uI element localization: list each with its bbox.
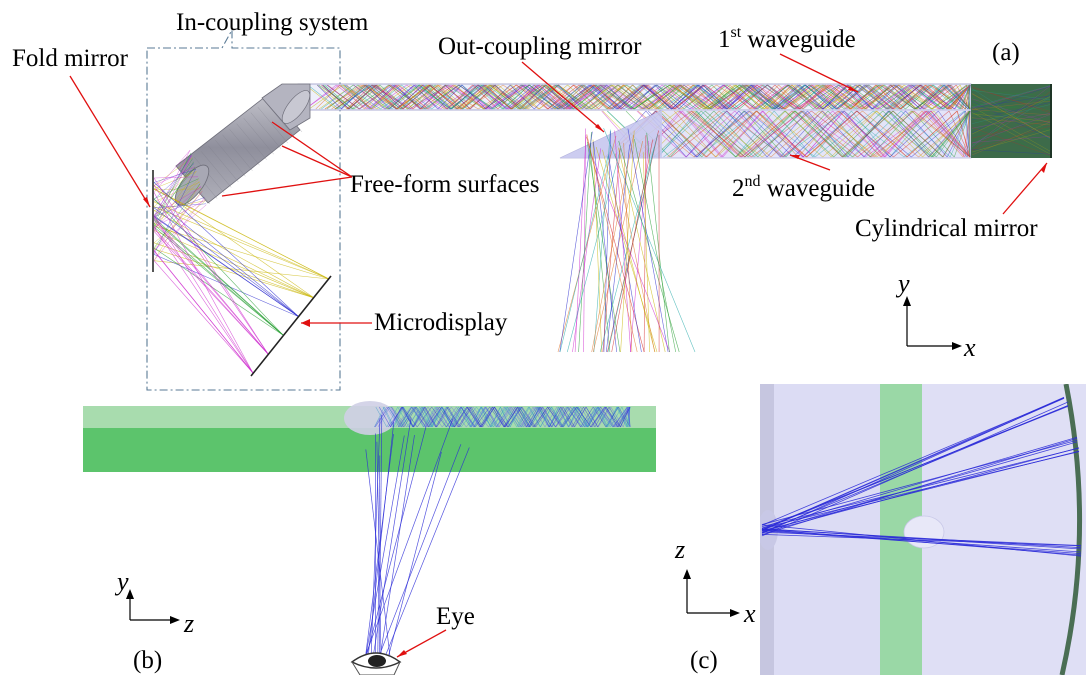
eye-label: Eye — [436, 603, 475, 630]
first-waveguide-rays — [305, 84, 971, 110]
axis-a-x-label: x — [963, 333, 976, 362]
panel-c: z x (c) — [674, 384, 1086, 675]
second-waveguide-rays — [601, 110, 971, 158]
axes-a: y x — [895, 269, 976, 362]
out-coupled-rays — [557, 127, 696, 353]
free-form-lens — [174, 83, 311, 206]
panel-b-waveguide-lower — [83, 428, 656, 472]
panel-a-label: (a) — [992, 39, 1020, 66]
second-waveguide-label: 2nd waveguide — [732, 173, 875, 202]
panel-c-rays — [761, 396, 1082, 557]
in-coupling-system-label: In-coupling system — [176, 9, 369, 36]
cylindrical-mirror — [971, 84, 1051, 158]
panel-c-label: (c) — [690, 647, 718, 674]
axis-c-z-label: z — [674, 535, 685, 564]
microdisplay-label: Microdisplay — [374, 309, 508, 336]
fold-mirror-label: Fold mirror — [12, 45, 129, 72]
first-waveguide-label: 1st waveguide — [718, 24, 856, 53]
annotation-arrows — [69, 53, 1048, 327]
cylindrical-mirror-texture — [971, 85, 1051, 158]
panel-c-cylindrical-mirror — [1059, 384, 1083, 675]
eye-icon — [350, 652, 402, 675]
out-coupling-mirror-label: Out-coupling mirror — [438, 33, 642, 60]
panel-b-rays — [365, 406, 631, 656]
in-coupling-box — [146, 27, 341, 391]
panel-b: Eye y z (b) — [83, 401, 656, 675]
panel-b-label: (b) — [133, 647, 162, 674]
microdisplay — [250, 275, 332, 377]
axes-b: y z — [114, 567, 194, 638]
axis-b-y-label: y — [114, 567, 129, 596]
free-form-surfaces-label: Free-form surfaces — [350, 171, 540, 198]
axis-c-x-label: x — [743, 599, 756, 628]
axis-a-y-label: y — [895, 269, 910, 298]
axes-c: z x — [674, 535, 756, 628]
in-coupling-rays — [153, 150, 330, 374]
cylindrical-mirror-label: Cylindrical mirror — [855, 215, 1038, 242]
panel-a: In-coupling system Fold mirror Out-coupl… — [12, 9, 1052, 391]
axis-b-z-label: z — [183, 609, 194, 638]
